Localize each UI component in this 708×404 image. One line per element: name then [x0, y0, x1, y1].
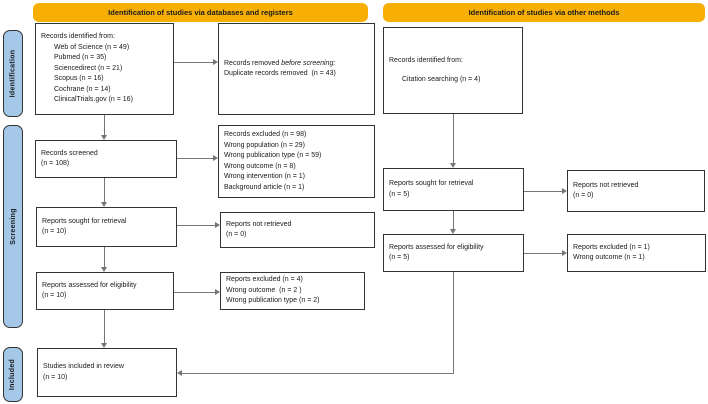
box-line: Wrong outcome (n = 2 ): [226, 286, 302, 294]
connector-other-identified-to-sought: [453, 114, 454, 163]
arrowhead-down-icon: [101, 267, 107, 272]
box-line: Wrong publication type (n = 59): [224, 152, 322, 159]
box-line: Sciencedirect (n = 21): [54, 64, 123, 72]
box-reports-sought-databases: Reports sought for retrieval (n = 10): [36, 207, 177, 247]
box-line: Citation searching (n = 4): [402, 75, 481, 83]
sidebar-stage-identification-label: Identification: [9, 49, 17, 98]
box-records-identified-databases: Records identified from: Web of Science …: [35, 23, 174, 115]
box-line: Pubmed (n = 35): [54, 54, 107, 62]
box-line: ClinicalTrials.gov (n = 16): [54, 96, 133, 104]
sidebar-stage-identification: Identification: [3, 30, 23, 117]
arrowhead-down-icon: [450, 163, 456, 168]
box-line: Reports excluded (n = 4): [226, 276, 303, 284]
box-reports-assessed-databases: Reports assessed for eligibility (n = 10…: [36, 272, 174, 310]
box-records-screened: Records screened (n = 108): [35, 140, 177, 178]
box-line: Cochrane (n = 14): [54, 85, 111, 93]
connector-other-assessed-to-excluded: [524, 253, 562, 254]
arrowhead-right-icon: [562, 188, 567, 194]
box-records-removed-before-screening: Records removed before screening: Duplic…: [218, 23, 375, 115]
box-line: (n = 0): [226, 231, 247, 238]
arrowhead-down-icon: [101, 135, 107, 140]
sidebar-stage-included-label: Included: [9, 358, 17, 391]
box-line: Wrong outcome (n = 8): [224, 162, 296, 170]
box-line: Records identified from:: [389, 57, 463, 64]
box-line: Records screened: [41, 149, 98, 157]
box-line: (n = 0): [573, 192, 594, 199]
connector-sought-to-not-retrieved: [177, 225, 215, 226]
box-line: (n = 5): [389, 254, 410, 261]
box-line: (n = 5): [389, 190, 410, 198]
arrowhead-right-icon: [213, 155, 218, 161]
arrowhead-right-icon: [215, 222, 220, 228]
box-line: Scopus (n = 16): [54, 75, 104, 83]
box-studies-included-in-review: Studies included in review (n = 10): [37, 348, 177, 397]
box-line: Reports sought for retrieval: [42, 217, 127, 225]
box-line: Reports sought for retrieval: [389, 180, 474, 187]
box-line: Records removed before screening:: [224, 59, 336, 67]
box-reports-not-retrieved-other: Reports not retrieved (n = 0): [567, 170, 705, 212]
box-line: Duplicate records removed (n = 43): [224, 70, 336, 77]
arrowhead-right-icon: [213, 59, 218, 65]
connector-assessed-to-excluded: [174, 292, 215, 293]
header-other-methods: Identification of studies via other meth…: [383, 3, 705, 22]
arrowhead-right-icon: [562, 250, 567, 256]
box-line: Records identified from:: [41, 33, 115, 41]
arrowhead-down-icon: [450, 229, 456, 234]
box-line: Reports assessed for eligibility: [42, 281, 137, 289]
arrowhead-right-icon: [215, 289, 220, 295]
box-line: Web of Science (n = 49): [54, 43, 130, 51]
connector-other-sought-to-not-retrieved: [524, 191, 562, 192]
connector-other-sought-to-assessed: [453, 211, 454, 229]
connector-other-assessed-elbow-horizontal: [182, 373, 454, 374]
box-line: Wrong population (n = 29): [224, 141, 306, 149]
arrowhead-down-icon: [101, 343, 107, 348]
box-records-excluded: Records excluded (n = 98) Wrong populati…: [218, 125, 375, 198]
connector-identified-to-removed: [174, 62, 213, 63]
box-line: Reports excluded (n = 1): [573, 243, 650, 251]
box-line: Records excluded (n = 98): [224, 131, 307, 138]
connector-assessed-to-included: [104, 310, 105, 343]
sidebar-stage-included: Included: [3, 347, 23, 402]
box-line: (n = 10): [43, 373, 68, 381]
box-line: Studies included in review: [43, 363, 124, 370]
box-line: (n = 108): [41, 160, 70, 167]
arrowhead-left-icon: [177, 370, 182, 376]
box-line: Wrong intervention (n = 1): [224, 173, 305, 180]
box-line: Reports not retrieved: [226, 220, 292, 228]
box-line: Wrong publication type (n = 2): [226, 297, 320, 305]
connector-sought-to-assessed: [104, 247, 105, 267]
box-reports-excluded-other: Reports excluded (n = 1) Wrong outcome (…: [567, 234, 706, 272]
box-line: (n = 10): [42, 228, 67, 235]
connector-other-assessed-elbow-vertical: [453, 272, 454, 374]
box-line: Background article (n = 1): [224, 183, 305, 191]
box-reports-not-retrieved-databases: Reports not retrieved (n = 0): [220, 212, 375, 248]
box-line: Reports not retrieved: [573, 181, 639, 189]
box-line: (n = 10): [42, 292, 67, 299]
box-line: Reports assessed for eligibility: [389, 243, 484, 251]
sidebar-stage-screening: Screening: [3, 125, 23, 328]
box-reports-sought-other: Reports sought for retrieval (n = 5): [383, 168, 524, 211]
arrowhead-down-icon: [101, 202, 107, 207]
box-reports-assessed-other: Reports assessed for eligibility (n = 5): [383, 234, 524, 272]
connector-screened-to-excluded: [177, 158, 213, 159]
box-line: Wrong outcome (n = 1): [573, 254, 645, 261]
header-databases-registers: Identification of studies via databases …: [33, 3, 368, 22]
connector-identified-to-screened: [104, 115, 105, 136]
sidebar-stage-screening-label: Screening: [9, 208, 17, 245]
box-reports-excluded-databases: Reports excluded (n = 4) Wrong outcome (…: [220, 272, 365, 310]
connector-screened-to-sought: [104, 178, 105, 203]
box-records-identified-other: Records identified from: Citation search…: [383, 27, 523, 114]
